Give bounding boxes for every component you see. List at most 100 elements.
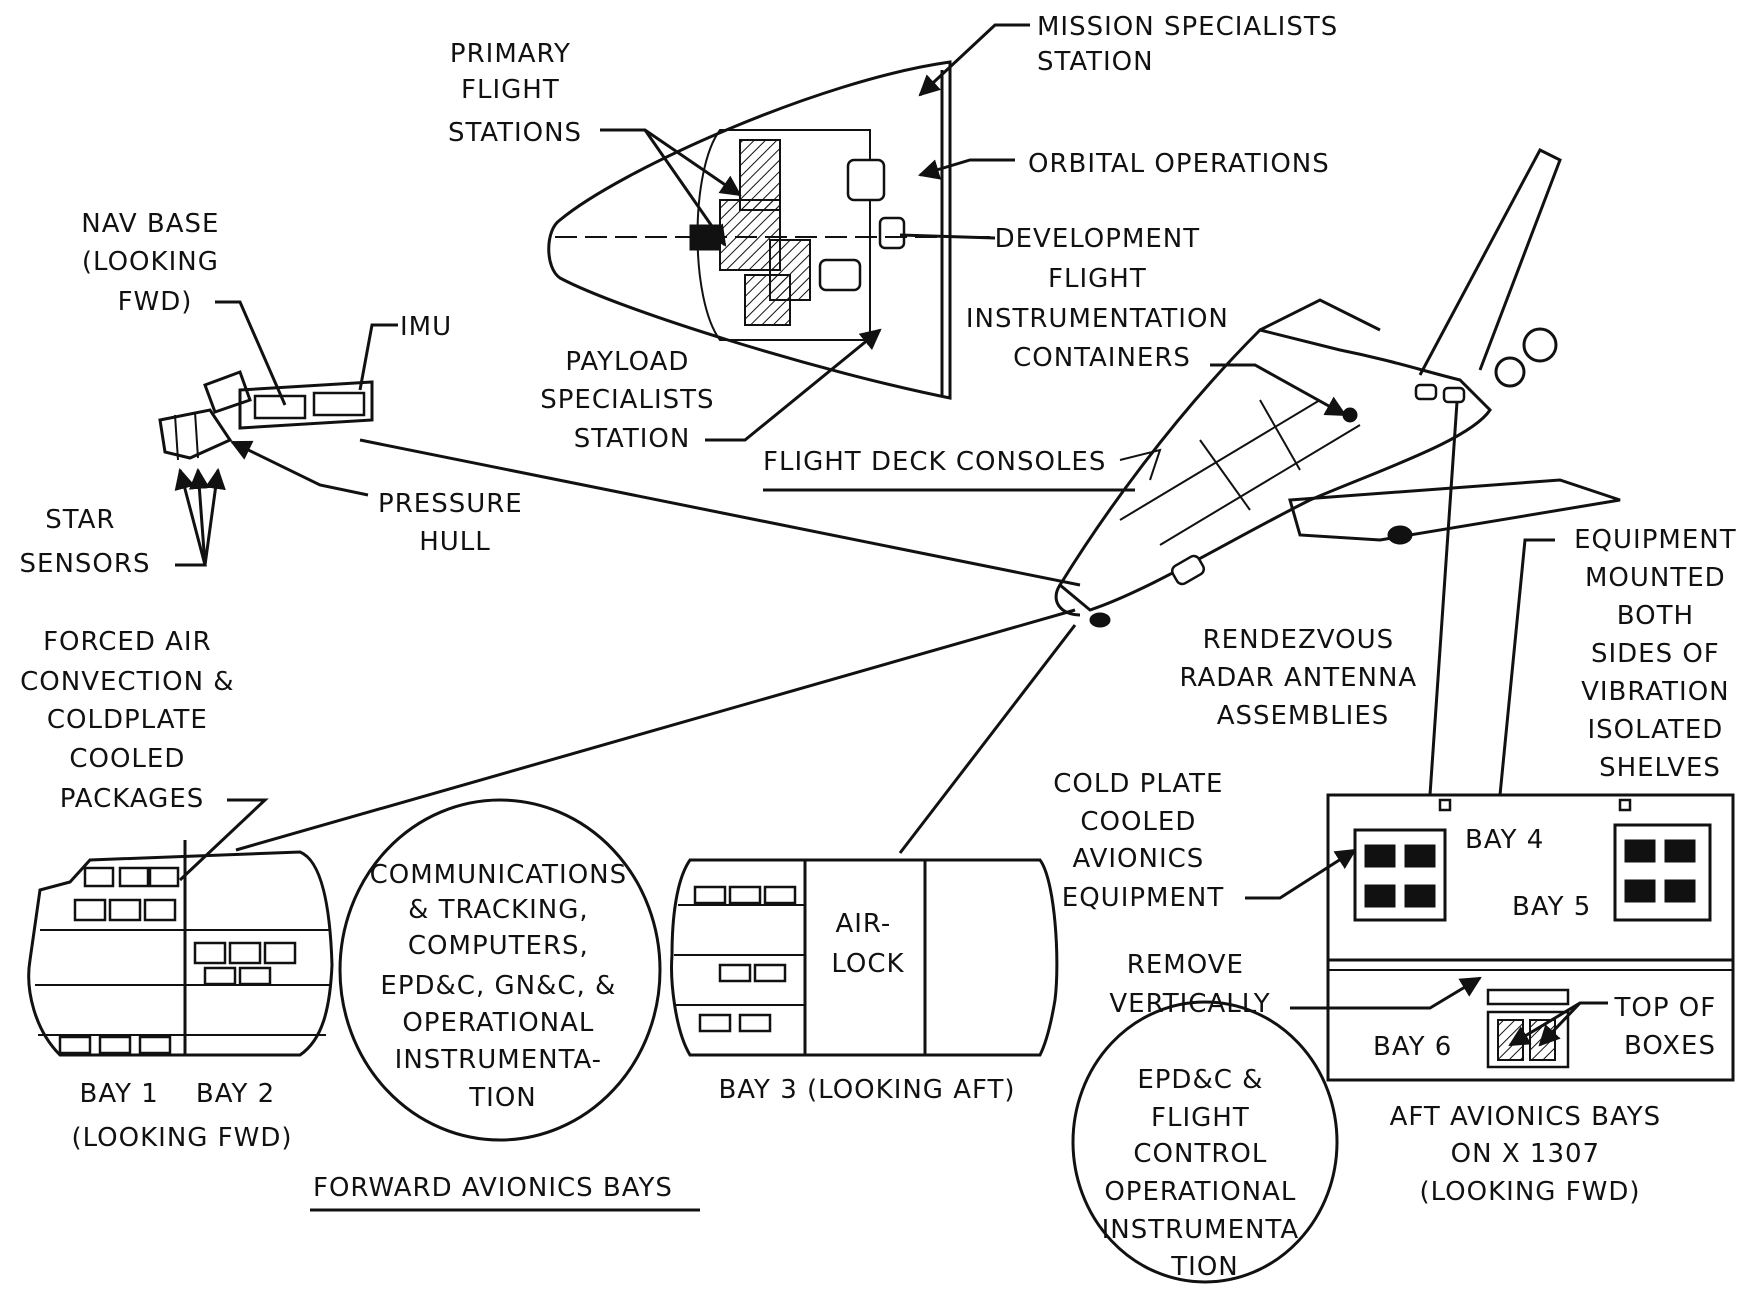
line: ASSEMBLIES bbox=[1217, 701, 1390, 731]
line: PAYLOAD bbox=[565, 347, 689, 377]
line: TION bbox=[468, 1083, 536, 1113]
line: ISOLATED bbox=[1587, 715, 1723, 745]
line: FLIGHT bbox=[1048, 264, 1147, 294]
line: FWD) bbox=[118, 287, 193, 317]
label-equipment-mounted: EQUIPMENT MOUNTED BOTH SIDES OF VIBRATIO… bbox=[1574, 525, 1746, 783]
label-airlock: AIR- LOCK bbox=[831, 909, 904, 979]
line: CONTAINERS bbox=[1013, 343, 1191, 373]
line: COMPUTERS, bbox=[408, 931, 589, 961]
line: (LOOKING bbox=[82, 247, 219, 277]
label-top-of-boxes: TOP OF BOXES bbox=[1614, 993, 1726, 1061]
line: BAY 5 bbox=[1512, 892, 1591, 922]
line: STATION bbox=[574, 424, 691, 454]
line: REMOVE bbox=[1127, 950, 1244, 980]
label-bay-4: BAY 4 bbox=[1465, 825, 1544, 855]
line: COLDPLATE bbox=[47, 705, 208, 735]
line: STATIONS bbox=[448, 118, 582, 148]
line: RENDEZVOUS bbox=[1203, 625, 1395, 655]
label-forward-avionics: FORWARD AVIONICS BAYS bbox=[313, 1173, 673, 1203]
label-bay-6: BAY 6 bbox=[1373, 1032, 1452, 1062]
line: FORCED AIR bbox=[43, 627, 212, 657]
line: PRESSURE bbox=[378, 489, 523, 519]
line: RADAR ANTENNA bbox=[1180, 663, 1418, 693]
label-star-sensors: STAR SENSORS bbox=[20, 505, 151, 579]
line: COMMUNICATIONS bbox=[370, 860, 628, 890]
imu-assembly-drawing bbox=[160, 372, 372, 460]
line: BOTH bbox=[1617, 601, 1694, 631]
line: VERTICALLY bbox=[1109, 989, 1270, 1019]
label-cold-plate: COLD PLATE COOLED AVIONICS EQUIPMENT bbox=[1053, 769, 1233, 913]
line: FLIGHT DECK CONSOLES bbox=[763, 447, 1106, 477]
label-pressure-hull: PRESSURE HULL bbox=[378, 489, 532, 557]
line: SENSORS bbox=[20, 549, 151, 579]
line: BAY 1 BAY 2 bbox=[80, 1079, 276, 1109]
line: SPECIALISTS bbox=[540, 385, 714, 415]
label-remove-vertically: REMOVE VERTICALLY bbox=[1109, 950, 1270, 1019]
label-aft-avionics: AFT AVIONICS BAYS ON X 1307 (LOOKING FWD… bbox=[1390, 1102, 1671, 1207]
line: BAY 6 bbox=[1373, 1032, 1452, 1062]
line: TOP OF bbox=[1614, 993, 1717, 1023]
line: ON X 1307 bbox=[1451, 1139, 1600, 1169]
line: BOXES bbox=[1624, 1031, 1716, 1061]
label-rendezvous-radar: RENDEZVOUS RADAR ANTENNA ASSEMBLIES bbox=[1180, 625, 1427, 731]
line: MISSION SPECIALISTS bbox=[1037, 12, 1338, 42]
line: CONVECTION & bbox=[20, 667, 234, 697]
line: CONTROL bbox=[1133, 1139, 1267, 1169]
line: COOLED bbox=[1080, 807, 1196, 837]
line: AVIONICS bbox=[1072, 844, 1204, 874]
line: EQUIPMENT bbox=[1574, 525, 1736, 555]
line: NAV BASE bbox=[81, 209, 219, 239]
line: EPD&C, GN&C, & bbox=[380, 971, 616, 1001]
line: INSTRUMENTA bbox=[1102, 1215, 1300, 1245]
line: MOUNTED bbox=[1585, 563, 1726, 593]
line: COLD PLATE bbox=[1053, 769, 1223, 799]
label-mission-specialists: MISSION SPECIALISTS STATION bbox=[1037, 12, 1347, 77]
line: OPERATIONAL bbox=[402, 1008, 594, 1038]
line: FORWARD AVIONICS BAYS bbox=[313, 1173, 673, 1203]
line: INSTRUMENTATION bbox=[966, 304, 1229, 334]
label-payload-specialists: PAYLOAD SPECIALISTS STATION bbox=[540, 347, 724, 454]
line: ORBITAL OPERATIONS bbox=[1028, 149, 1330, 179]
line: SHELVES bbox=[1599, 753, 1721, 783]
line: (LOOKING FWD) bbox=[71, 1123, 292, 1153]
line: DEVELOPMENT bbox=[995, 224, 1201, 254]
line: EPD&C & bbox=[1137, 1065, 1263, 1095]
label-flight-deck-consoles: FLIGHT DECK CONSOLES bbox=[763, 447, 1106, 477]
label-nav-base: NAV BASE (LOOKING FWD) bbox=[81, 209, 228, 317]
line: TION bbox=[1170, 1252, 1238, 1282]
line: HULL bbox=[419, 527, 491, 557]
label-imu: IMU bbox=[400, 312, 452, 342]
line: PRIMARY bbox=[450, 39, 571, 69]
line: LOCK bbox=[831, 949, 904, 979]
line: BAY 3 (LOOKING AFT) bbox=[718, 1075, 1015, 1105]
line: (LOOKING FWD) bbox=[1419, 1177, 1640, 1207]
line: IMU bbox=[400, 312, 452, 342]
line: INSTRUMENTA- bbox=[395, 1045, 602, 1075]
label-development-flight: DEVELOPMENT FLIGHT INSTRUMENTATION CONTA… bbox=[966, 224, 1238, 373]
label-primary-flight: PRIMARY FLIGHT STATIONS bbox=[448, 39, 582, 148]
forward-bays-drawing bbox=[29, 840, 332, 1055]
line: EQUIPMENT bbox=[1062, 883, 1224, 913]
label-orbital-operations: ORBITAL OPERATIONS bbox=[1028, 149, 1330, 179]
line: VIBRATION bbox=[1581, 677, 1730, 707]
label-bay-3: BAY 3 (LOOKING AFT) bbox=[718, 1075, 1015, 1105]
line: SIDES OF bbox=[1591, 639, 1720, 669]
orbiter-drawing bbox=[1056, 150, 1620, 627]
line: OPERATIONAL bbox=[1104, 1177, 1296, 1207]
line: PACKAGES bbox=[60, 784, 205, 814]
line: AFT AVIONICS BAYS bbox=[1390, 1102, 1662, 1132]
line: & TRACKING, bbox=[408, 895, 589, 925]
line: COOLED bbox=[69, 744, 185, 774]
label-comm-circle: COMMUNICATIONS & TRACKING, COMPUTERS, EP… bbox=[370, 860, 637, 1113]
label-forced-air: FORCED AIR CONVECTION & COLDPLATE COOLED… bbox=[20, 627, 244, 814]
line: STAR bbox=[45, 505, 115, 535]
label-bay-5: BAY 5 bbox=[1512, 892, 1591, 922]
line: FLIGHT bbox=[1151, 1103, 1250, 1133]
line: FLIGHT bbox=[461, 75, 560, 105]
line: STATION bbox=[1037, 47, 1154, 77]
label-epdc-circle: EPD&C & FLIGHT CONTROL OPERATIONAL INSTR… bbox=[1102, 1065, 1309, 1282]
line: BAY 4 bbox=[1465, 825, 1544, 855]
label-bay-1-2: BAY 1 BAY 2 (LOOKING FWD) bbox=[71, 1079, 292, 1153]
line: AIR- bbox=[835, 909, 891, 939]
